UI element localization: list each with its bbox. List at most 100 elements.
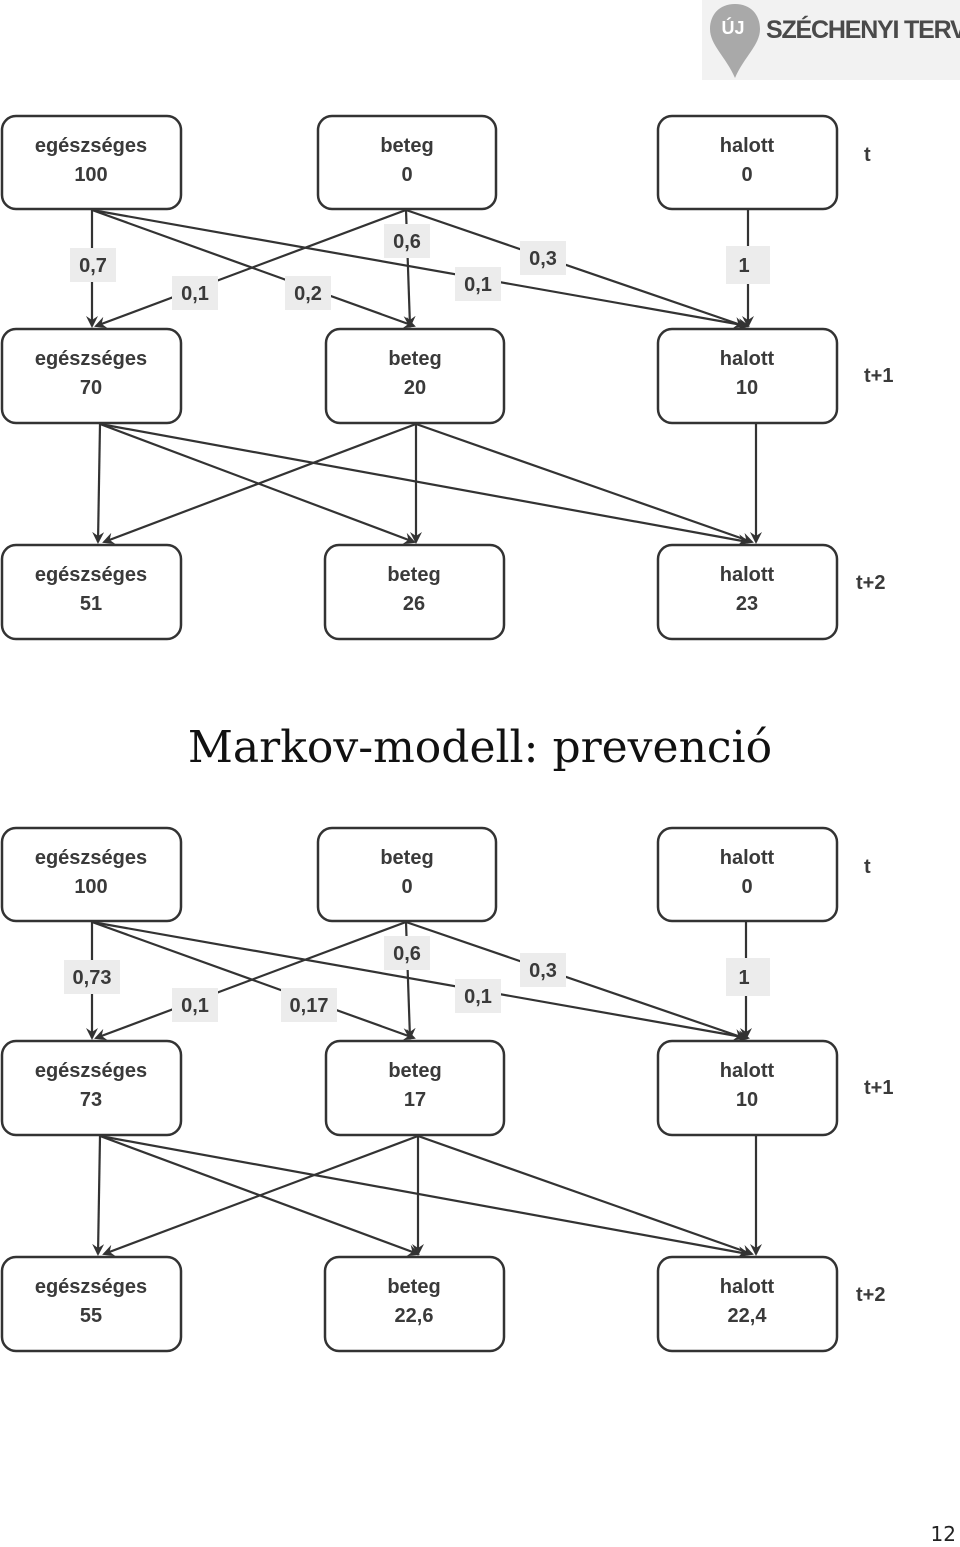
probability-label: 0,6 [384,936,430,970]
time-label-t: t [864,144,871,166]
state-boxes: egészséges 100 beteg 0 halott 0 egészség… [0,826,839,1353]
svg-text:0,3: 0,3 [529,248,557,270]
svg-text:22,4: 22,4 [728,1305,768,1327]
svg-text:egészséges: egészséges [35,1060,147,1082]
svg-text:100: 100 [74,164,107,186]
state-box-dead: halott 23 [656,543,839,641]
logo-text: SZÉCHENYI TERV [766,16,960,44]
arrow-sick-healthy [94,920,407,1041]
state-box-dead: halott 0 [656,826,839,923]
time-label-t-plus-1: t+1 [864,1077,893,1099]
svg-text:beteg: beteg [388,1060,441,1082]
svg-text:23: 23 [736,593,758,615]
logo-prefix: ÚJ [721,18,745,38]
arrow-healthy-dead [99,422,750,547]
svg-text:egészséges: egészséges [35,847,147,869]
state-box-sick: beteg 26 [323,543,506,641]
time-label-t-plus-2: t+2 [856,1284,885,1306]
probability-label: 0,1 [172,276,218,310]
state-box-dead: halott 22,4 [656,1255,839,1353]
svg-text:0: 0 [741,876,752,898]
state-box-healthy: egészséges 51 [0,543,183,641]
svg-text:0: 0 [401,876,412,898]
probability-label: 0,3 [520,953,566,987]
svg-text:0,2: 0,2 [294,283,322,305]
svg-text:22,6: 22,6 [395,1305,434,1327]
svg-text:0,1: 0,1 [464,986,492,1008]
time-label-t-plus-2: t+2 [856,572,885,594]
state-box-dead: halott 0 [656,114,839,211]
svg-text:0,6: 0,6 [393,231,421,253]
svg-text:0,1: 0,1 [181,283,209,305]
time-label-t-plus-1: t+1 [864,365,893,387]
svg-text:egészséges: egészséges [35,348,147,370]
svg-text:0,73: 0,73 [73,967,112,989]
transition-arrows [86,920,762,1259]
location-pin-icon [710,4,760,78]
svg-text:51: 51 [80,593,102,615]
arrow-healthy-healthy [92,423,105,544]
probability-label: 0,2 [285,276,331,310]
svg-text:halott: halott [720,1276,775,1298]
svg-text:halott: halott [720,847,775,869]
svg-text:0,1: 0,1 [464,274,492,296]
svg-text:20: 20 [404,377,426,399]
probability-label: 0,17 [281,988,337,1022]
svg-text:1: 1 [738,255,749,277]
svg-text:26: 26 [403,593,425,615]
arrow-sick-dead [417,1134,754,1257]
svg-text:egészséges: egészséges [35,1276,147,1298]
state-box-sick: beteg 20 [324,327,506,425]
arrow-sick-dead [405,208,746,329]
time-step-labels: t t+1 t+2 [856,144,893,594]
probability-labels: 0,7 0,1 0,2 0,6 0,1 0,3 1 [70,224,770,310]
probability-label: 0,1 [455,979,501,1013]
state-box-healthy: egészséges 73 [0,1039,183,1137]
state-box-healthy: egészséges 55 [0,1255,183,1353]
arrow-healthy-dead [99,1134,750,1259]
svg-text:73: 73 [80,1089,102,1111]
svg-text:10: 10 [736,377,758,399]
arrow-sick-healthy [102,422,417,545]
markov-diagram-baseline: 0,7 0,1 0,2 0,6 0,1 0,3 1 egészséges 100… [0,114,893,641]
state-boxes: egészséges 100 beteg 0 halott 0 egészség… [0,114,839,641]
svg-text:70: 70 [80,377,102,399]
svg-text:0: 0 [401,164,412,186]
svg-text:100: 100 [74,876,107,898]
page-title: Markov-modell: prevenció [187,722,773,773]
state-box-sick: beteg 17 [324,1039,506,1137]
szechenyi-terv-logo: ÚJ SZÉCHENYI TERV [702,0,960,80]
svg-text:0,6: 0,6 [393,943,421,965]
probability-label: 1 [726,958,770,996]
probability-labels: 0,73 0,1 0,17 0,6 0,1 0,3 1 [64,936,770,1022]
time-step-labels: t t+1 t+2 [856,856,893,1306]
svg-text:17: 17 [404,1089,426,1111]
markov-diagram-prevention: 0,73 0,1 0,17 0,6 0,1 0,3 1 egészséges 1… [0,826,893,1353]
probability-label: 1 [726,246,770,284]
svg-text:egészséges: egészséges [35,564,147,586]
svg-text:halott: halott [720,564,775,586]
probability-label: 0,1 [172,988,218,1022]
transition-arrows [86,208,762,547]
svg-text:halott: halott [720,135,775,157]
state-box-dead: halott 10 [656,327,839,425]
arrow-healthy-healthy [92,1135,105,1256]
svg-text:0,7: 0,7 [79,255,107,277]
svg-text:55: 55 [80,1305,102,1327]
probability-label: 0,73 [64,960,120,994]
svg-text:beteg: beteg [387,564,440,586]
state-box-healthy: egészséges 100 [0,826,183,923]
probability-label: 0,3 [520,241,566,275]
page-number: 12 [930,1522,956,1546]
svg-text:10: 10 [736,1089,758,1111]
svg-text:beteg: beteg [380,847,433,869]
arrow-healthy-dead [91,920,750,1043]
svg-text:0,1: 0,1 [181,995,209,1017]
svg-text:beteg: beteg [380,135,433,157]
probability-label: 0,6 [384,224,430,258]
svg-text:halott: halott [720,348,775,370]
svg-text:egészséges: egészséges [35,135,147,157]
state-box-healthy: egészséges 100 [0,114,183,211]
svg-text:0,17: 0,17 [290,995,329,1017]
arrow-sick-dead [415,422,754,545]
